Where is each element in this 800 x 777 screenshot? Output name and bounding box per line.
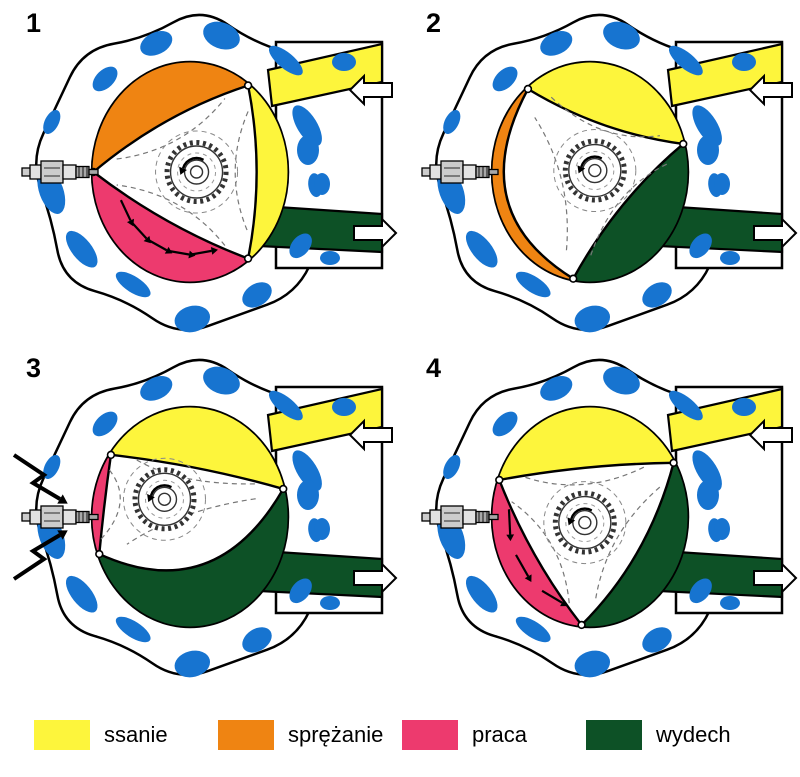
engine-diagram-phase-4 [421, 358, 798, 678]
legend-swatch-power [402, 720, 458, 750]
engine-diagram-phase-3 [12, 358, 398, 678]
panel-2-number: 2 [426, 8, 442, 38]
legend-swatch-intake [34, 720, 90, 750]
panel-1-number: 1 [26, 8, 42, 38]
legend-swatch-compression [218, 720, 274, 750]
legend-item-intake: ssanie [34, 720, 218, 750]
legend: ssanie sprężanie praca wydech [0, 690, 800, 750]
legend-item-compression: sprężanie [218, 720, 402, 750]
legend-label-exhaust: wydech [656, 722, 731, 747]
legend-item-exhaust: wydech [586, 720, 770, 750]
legend-label-intake: ssanie [104, 722, 168, 747]
engine-diagram-phase-1 [21, 13, 398, 333]
legend-label-compression: sprężanie [288, 722, 384, 747]
panel-4-number: 4 [426, 353, 442, 383]
panel-1: 1 [0, 0, 400, 345]
legend-item-power: praca [402, 720, 586, 750]
panel-4: 4 [400, 345, 800, 690]
panel-3-number: 3 [26, 353, 42, 383]
panel-2: 2 [400, 0, 800, 345]
engine-diagram-phase-2 [421, 13, 798, 333]
legend-swatch-exhaust [586, 720, 642, 750]
panels-grid: 1 2 3 4 [0, 0, 800, 690]
legend-label-power: praca [472, 722, 528, 747]
panel-3: 3 [0, 345, 400, 690]
